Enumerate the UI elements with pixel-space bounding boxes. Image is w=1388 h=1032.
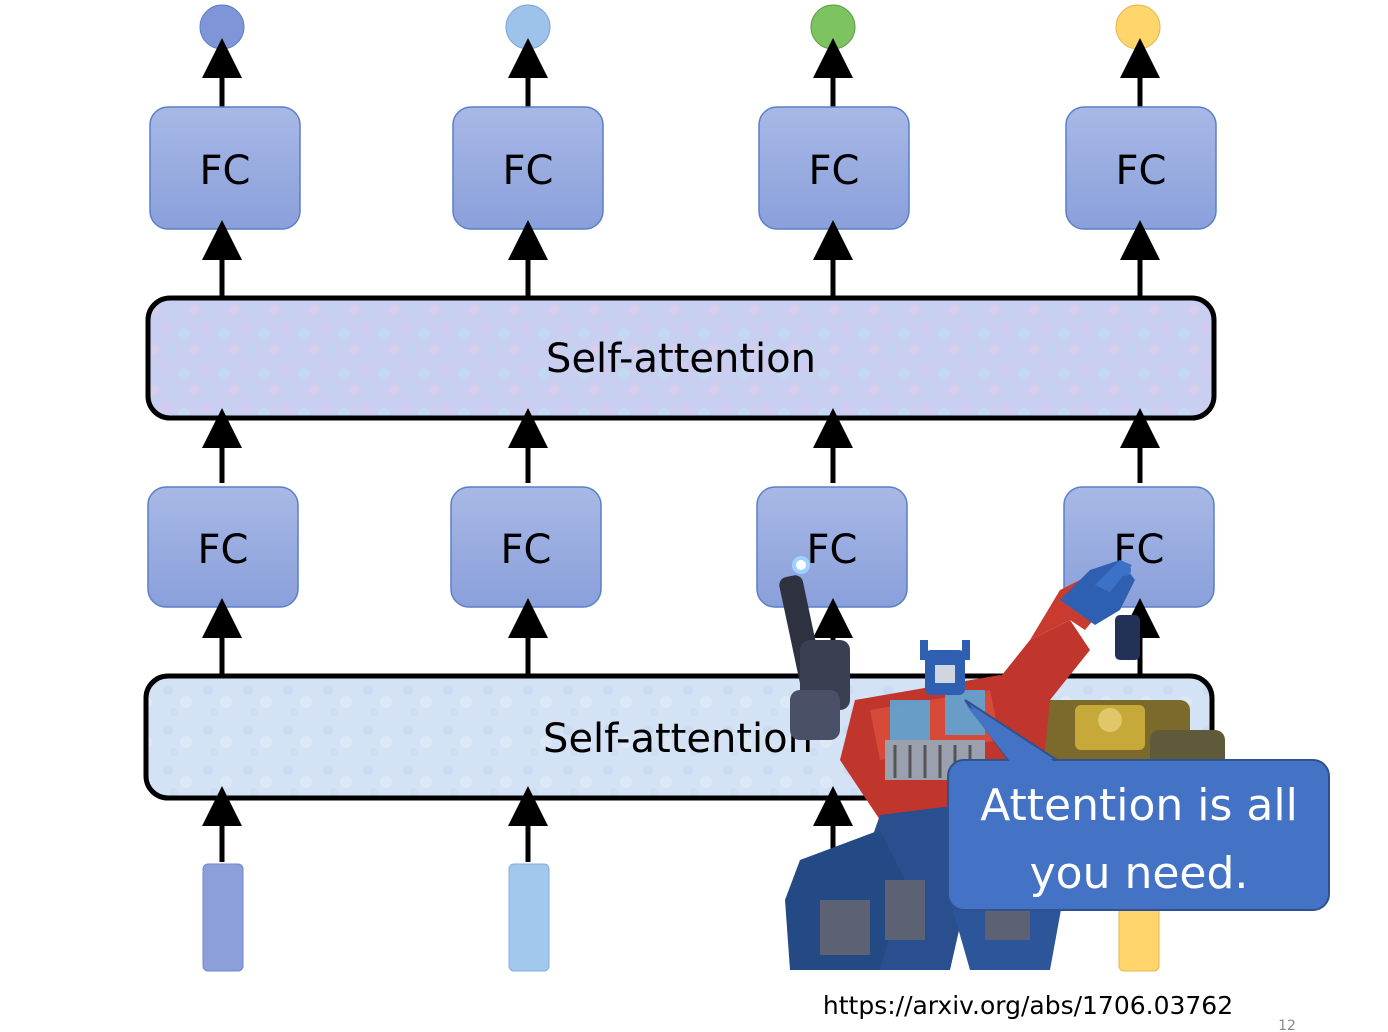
fc-label: FC	[501, 527, 552, 573]
fc-box-bottom-3: FC	[756, 486, 908, 608]
bubble-text-line2: you need.	[1030, 848, 1249, 899]
fc-label: FC	[503, 148, 554, 194]
fc-box-bottom-1: FC	[147, 486, 299, 608]
arrows-fc-to-sa-top	[202, 408, 1160, 483]
input-vector-2	[508, 863, 550, 972]
gun-arm	[779, 556, 850, 740]
output-node-4	[1115, 4, 1161, 50]
output-node-2	[505, 4, 551, 50]
fc-label: FC	[807, 527, 858, 573]
arrows-top	[202, 38, 1160, 107]
speech-bubble: Attention is all you need.	[947, 699, 1330, 911]
fc-box-top-1: FC	[149, 106, 301, 230]
fc-box-top-2: FC	[452, 106, 604, 230]
self-attention-label-bottom: Self-attention	[543, 716, 813, 762]
fc-box-bottom-2: FC	[450, 486, 602, 608]
bubble-text-line1: Attention is all	[980, 780, 1298, 831]
arrows-sa-bottom-to-fc	[202, 598, 1160, 675]
arrows-sa-top-to-fc	[202, 220, 1160, 297]
self-attention-label-top: Self-attention	[546, 336, 816, 382]
fc-label: FC	[200, 148, 251, 194]
fc-label: FC	[809, 148, 860, 194]
input-vector-1	[202, 863, 244, 972]
page-number: 12	[1278, 1018, 1296, 1032]
fc-label: FC	[198, 527, 249, 573]
fc-label: FC	[1116, 148, 1167, 194]
paper-url[interactable]: https://arxiv.org/abs/1706.03762	[823, 991, 1233, 1020]
output-node-3	[810, 4, 856, 50]
pointing-arm	[990, 560, 1140, 720]
output-node-1	[199, 4, 245, 50]
fc-box-top-3: FC	[758, 106, 910, 230]
fc-box-top-4: FC	[1065, 106, 1217, 230]
self-attention-block-top: Self-attention	[145, 295, 1217, 421]
robot-head	[920, 640, 970, 695]
